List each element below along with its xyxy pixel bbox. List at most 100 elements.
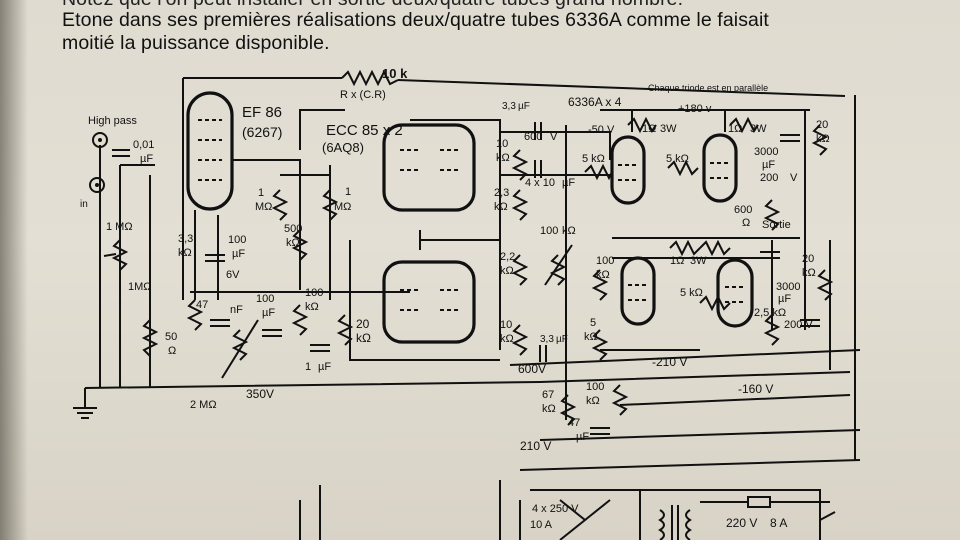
label-r-2-5k: 2,5 kΩ — [754, 307, 786, 319]
label-r-20k-unit: kΩ — [356, 331, 371, 345]
label-v-350: 350V — [246, 387, 274, 401]
label-v-6v: 6V — [226, 269, 240, 281]
tube-6336a-1 — [610, 135, 646, 205]
label-r-20k-b: 20 — [816, 119, 828, 131]
label-r-1-c: 1Ω — [670, 255, 684, 267]
label-c-3000: 3000 — [754, 146, 778, 158]
label-psu-diodes: 4 x 250 V — [532, 503, 579, 515]
label-c-47-unit: nF — [230, 304, 243, 316]
label-feedback-cr: R x (C.R) — [340, 89, 386, 101]
input-jacks — [89, 132, 108, 193]
label-r-1m-a: 1 — [258, 187, 264, 199]
label-v-200: 200 — [760, 172, 778, 184]
ground-symbol — [73, 388, 97, 419]
label-r-50: 50 — [165, 331, 177, 343]
label-v-50: -50 V — [588, 124, 615, 136]
label-r-1m-b-unit: MΩ — [334, 201, 351, 213]
label-c-100: 100 — [228, 234, 246, 246]
label-r-100k-b: 100 — [596, 255, 614, 267]
label-tube2: ECC 85 x 2 — [326, 122, 403, 139]
label-r-1-b: 1Ω — [728, 123, 742, 135]
label-w-3c: 3W — [690, 255, 707, 267]
label-c-3-3: 3,3 — [502, 101, 516, 112]
label-r-100k-c: 100 — [586, 381, 604, 393]
label-r-1m-grid: 1MΩ — [128, 281, 152, 293]
label-r-1-a: 1Ω — [642, 123, 656, 135]
label-r-3-3k-unit: kΩ — [178, 247, 192, 259]
label-tube1-alt: (6267) — [242, 124, 282, 140]
label-w-3a: 3W — [660, 123, 677, 135]
label-input: High pass — [88, 115, 137, 127]
label-v-210: 210 V — [520, 439, 551, 453]
label-w-3b: 3W — [750, 123, 767, 135]
label-r-10k-b-unit: kΩ — [500, 333, 514, 345]
label-in: in — [80, 199, 88, 210]
resistors — [141, 69, 834, 426]
label-c-3-3b-unit: µF — [556, 334, 568, 345]
label-r-500: 500 — [284, 223, 302, 235]
label-r-5k-a: 5 — [590, 317, 596, 329]
label-r-10k-a-unit: kΩ — [496, 152, 510, 164]
text-line-2: moitié la puissance disponible. — [62, 32, 330, 54]
label-r-600-unit: Ω — [742, 217, 750, 229]
label-cap-in: 0,01 — [133, 139, 154, 151]
label-sortie: Sortie — [762, 219, 791, 231]
label-r-500-unit: kΩ — [286, 237, 300, 249]
label-r-5k-c: 5 kΩ — [666, 153, 689, 165]
label-pot-100k: 100 — [540, 225, 558, 237]
label-c-47: 47 — [196, 299, 208, 311]
label-c-3000-unit: µF — [762, 159, 775, 171]
label-c-3-3b: 3,3 — [540, 334, 554, 345]
label-c-3-3-unit: µF — [518, 101, 530, 112]
label-c-1-unit: µF — [318, 361, 331, 373]
label-psu-10a: 10 A — [530, 519, 553, 531]
label-v-m160: -160 V — [738, 382, 773, 396]
label-tube1: EF 86 — [242, 104, 282, 121]
label-r-100k-b-unit: kΩ — [596, 269, 610, 281]
tube-ecc85-2 — [382, 260, 476, 344]
tube-ef86 — [186, 91, 234, 211]
schematic-wiring — [84, 77, 861, 540]
component-labels: High pass in 0,01 µF 1 MΩ 1MΩ 50 Ω EF 86… — [80, 66, 830, 531]
label-c-3000b: 3000 — [776, 281, 800, 293]
potentiometers — [103, 239, 573, 379]
text-line-top-cut: Notez que l'on peut installer en sortie … — [62, 0, 683, 11]
label-cap-in-unit: µF — [140, 153, 153, 165]
label-r-67-unit: kΩ — [542, 403, 556, 415]
label-r-5k-a-unit: kΩ — [584, 331, 598, 343]
label-v-m210: -210 V — [652, 355, 687, 369]
label-r-2-2k-unit: kΩ — [500, 265, 514, 277]
label-tube2-alt: (6AQ8) — [322, 140, 364, 155]
label-r-100: 100 — [305, 287, 323, 299]
label-r-100k-c-unit: kΩ — [586, 395, 600, 407]
label-r-20k-c-unit: kΩ — [802, 267, 816, 279]
label-r-20k-b-unit: kΩ — [816, 133, 830, 145]
label-v-180: +180 v — [678, 103, 712, 115]
label-r-1m-b: 1 — [345, 186, 351, 198]
label-r-5k-b: 5 kΩ — [582, 153, 605, 165]
label-v-200b: 200 V — [784, 319, 813, 331]
page-gutter-shadow — [0, 0, 28, 540]
label-r-2-3k-unit: kΩ — [494, 201, 508, 213]
tube-ecc85-1 — [382, 123, 476, 212]
label-r-3-3k: 3,3 — [178, 233, 193, 245]
label-r-20k-c: 20 — [802, 253, 814, 265]
label-r-20k: 20 — [356, 317, 370, 331]
label-c-100b-unit: µF — [262, 307, 275, 319]
label-note-parallel: Chaque triode est en parallèle — [648, 83, 768, 93]
label-c-600-unit: V — [550, 131, 558, 143]
label-pot-1m: 1 MΩ — [106, 221, 133, 233]
label-c-47b: 47 — [568, 417, 580, 429]
tube-6336a-2 — [702, 133, 738, 203]
label-fuse: 8 A — [770, 516, 787, 530]
label-c-100b: 100 — [256, 293, 274, 305]
label-c-600: 600 — [524, 131, 542, 143]
capacitors — [112, 122, 820, 435]
label-c-4x10-unit: µF — [562, 177, 575, 189]
label-v-600: 600V — [518, 362, 546, 376]
label-r-10k-a: 10 — [496, 138, 508, 150]
label-r-2-2k: 2,2 — [500, 251, 515, 263]
label-c-100-unit: µF — [232, 248, 245, 260]
